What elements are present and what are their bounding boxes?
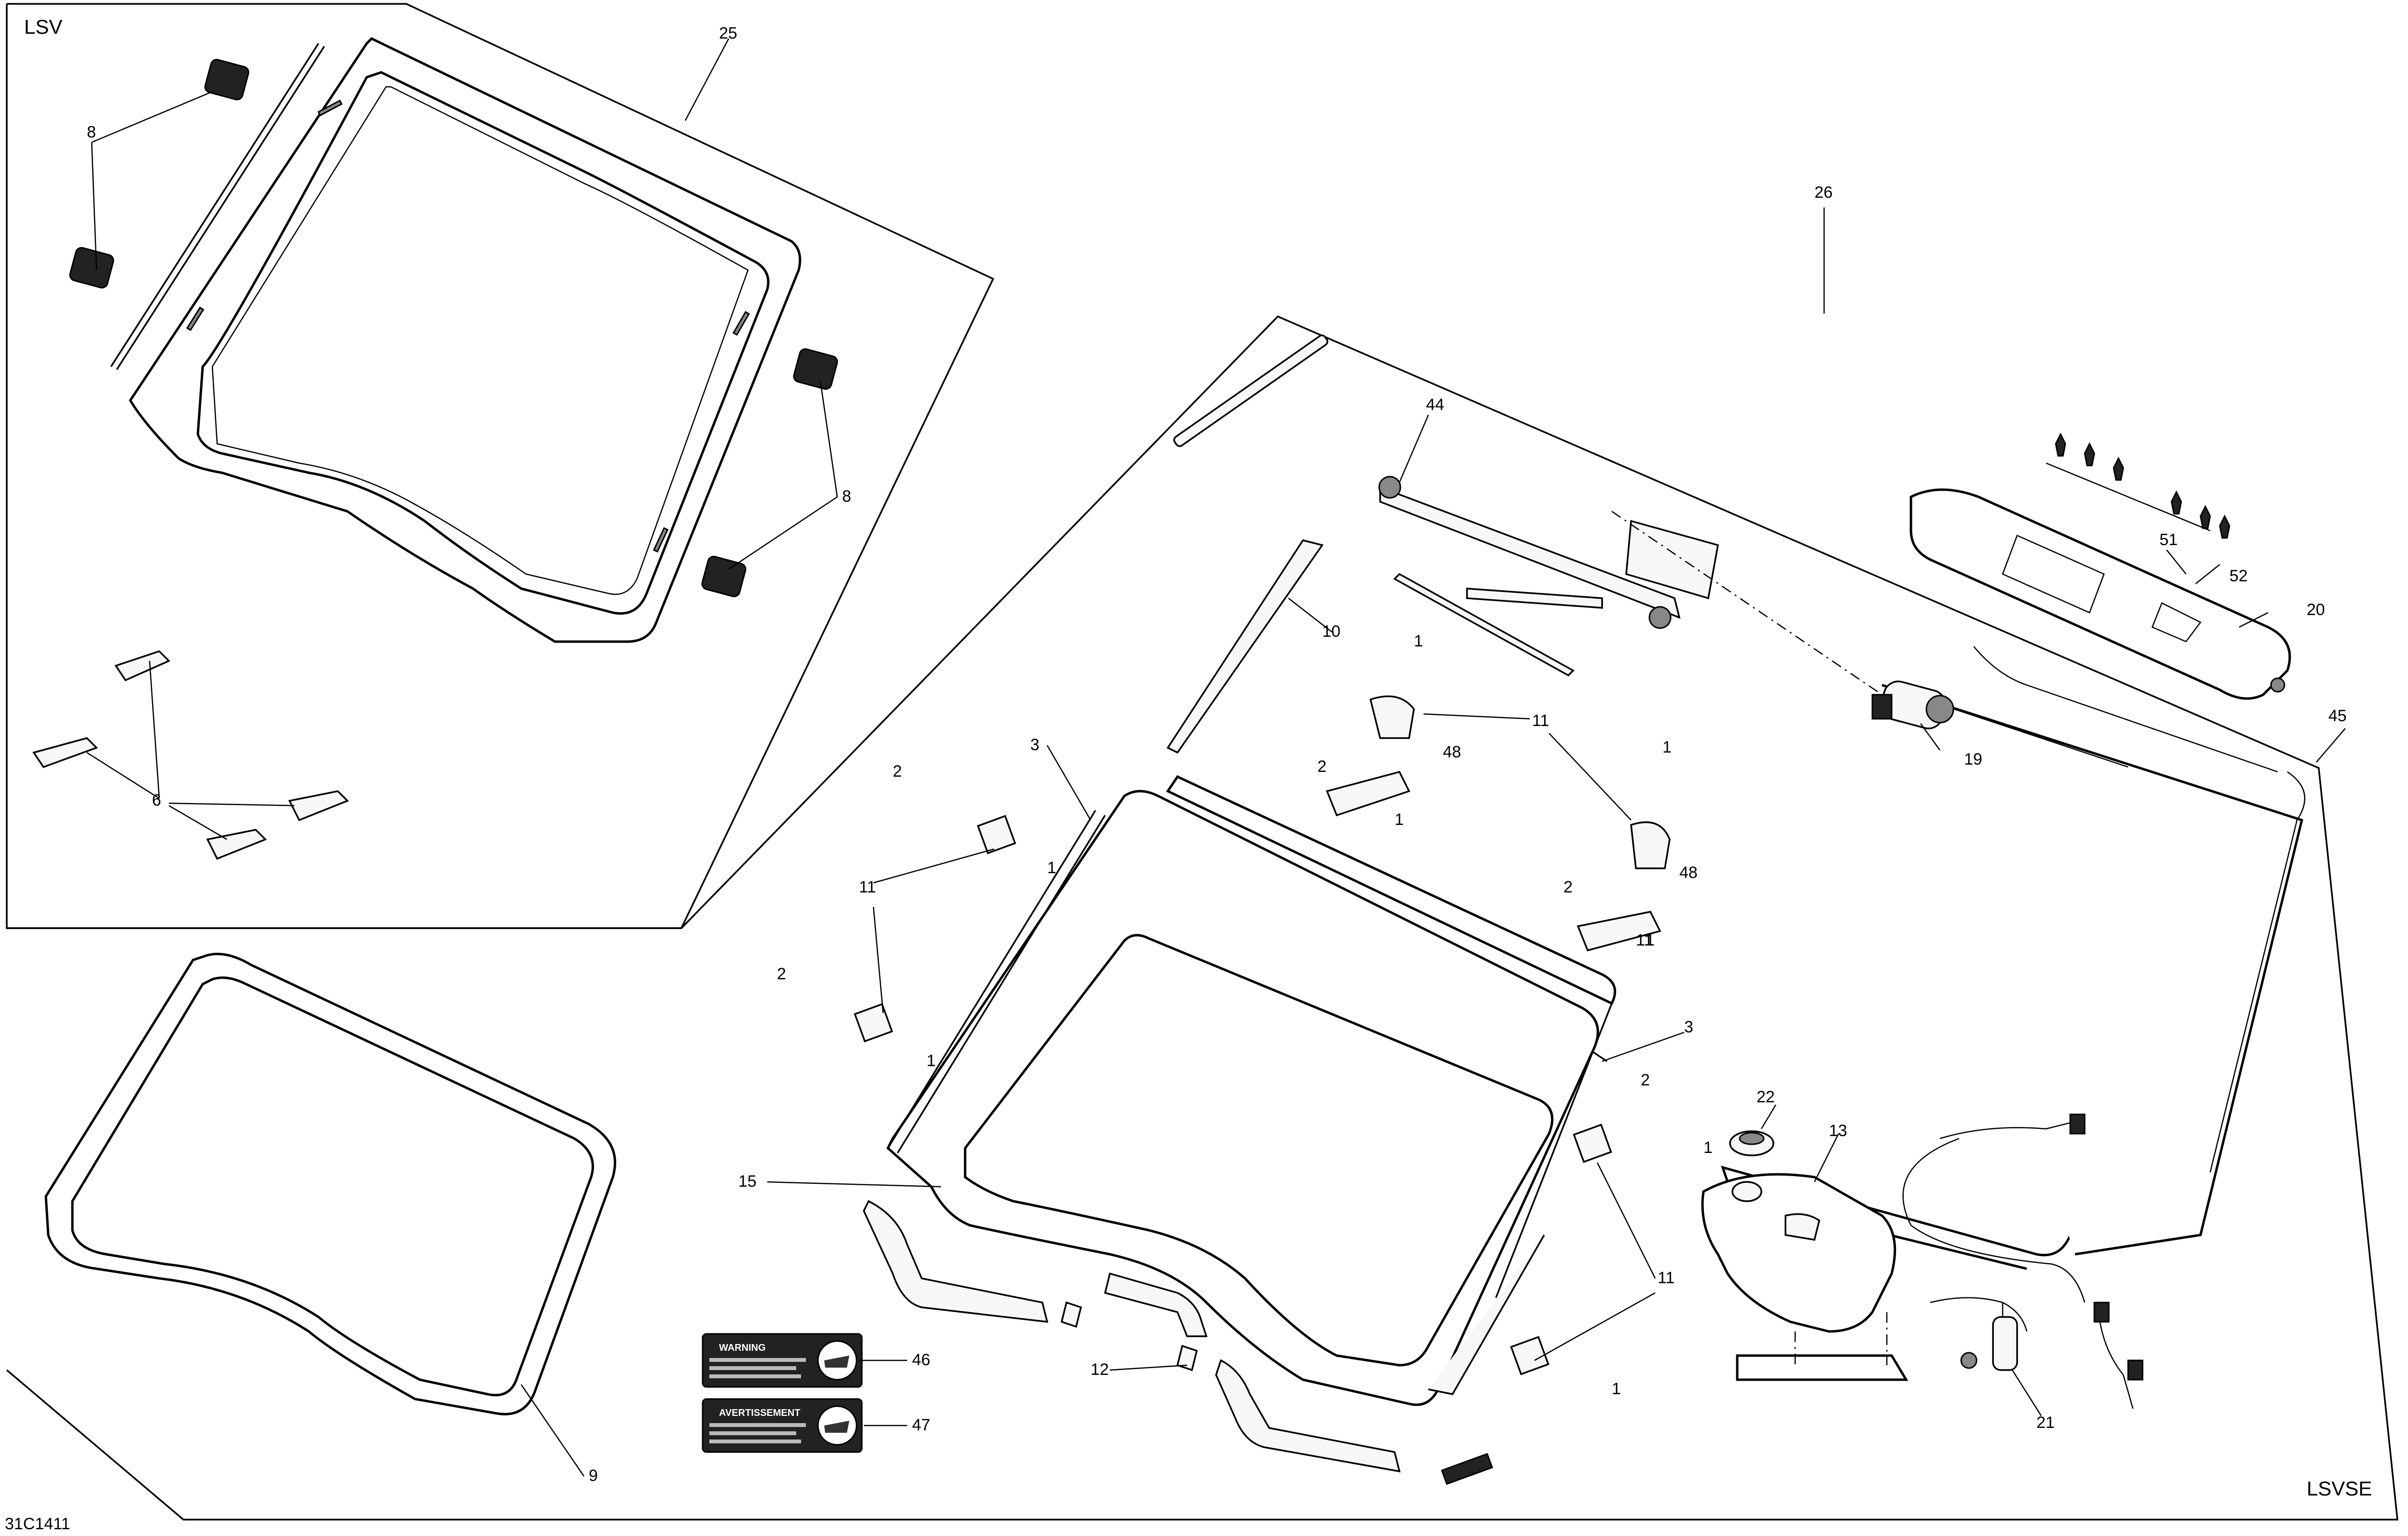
callout-11c: 11 <box>1658 1269 1675 1287</box>
washer-pump <box>1960 1303 2018 1371</box>
callout-3a: 3 <box>1030 736 1039 754</box>
callout-51: 51 <box>2159 531 2178 549</box>
pin-fasteners <box>2046 432 2230 539</box>
callout-1f: 1 <box>1646 931 1655 949</box>
callout-1c: 1 <box>1047 859 1056 877</box>
callout-21: 21 <box>2036 1413 2055 1432</box>
diagram-code: 31C1411 <box>5 1515 70 1533</box>
group-label-lsv: LSV <box>24 15 62 38</box>
callout-8a: 8 <box>87 123 96 141</box>
hinge-brackets <box>854 695 1671 1375</box>
rubber-gasket <box>44 953 616 1415</box>
callout-10: 10 <box>1322 622 1341 641</box>
callout-2c: 2 <box>1317 757 1327 776</box>
callout-48a: 48 <box>1443 743 1461 761</box>
callout-6: 6 <box>152 791 161 809</box>
wiring-harness <box>1902 646 2306 1409</box>
callout-1d: 1 <box>927 1052 936 1070</box>
frame-label-sticker <box>1440 1453 1494 1485</box>
wiper-blade <box>1166 539 1575 754</box>
callout-47: 47 <box>912 1416 930 1434</box>
callout-13: 13 <box>1829 1122 1847 1140</box>
callout-2a: 2 <box>893 762 902 781</box>
callout-3b: 3 <box>1684 1018 1693 1036</box>
callout-2e: 2 <box>1641 1071 1650 1089</box>
roof-panel <box>1721 684 2303 1270</box>
callout-1g: 1 <box>1703 1138 1713 1157</box>
lsvse-windshield-frame <box>886 775 1617 1406</box>
lsv-panel-border <box>6 3 995 929</box>
leader-lines <box>86 38 2346 1477</box>
callout-26: 26 <box>1814 183 1833 202</box>
lower-seals <box>863 1200 1401 1473</box>
callout-9: 9 <box>589 1467 598 1485</box>
washer-reservoir <box>1701 1173 1909 1381</box>
wiper-motor <box>1871 680 1954 729</box>
callout-48b: 48 <box>1679 864 1698 882</box>
callout-8b: 8 <box>842 487 851 506</box>
callout-11d: 11 <box>1636 931 1653 949</box>
callout-1b: 1 <box>1395 810 1404 829</box>
callout-1e: 1 <box>1662 738 1672 756</box>
callout-19: 19 <box>1964 750 1982 768</box>
avertissement-decal-text: AVERTISSEMENT <box>719 1408 801 1418</box>
callout-15: 15 <box>738 1172 757 1191</box>
callout-52: 52 <box>2229 567 2248 585</box>
callout-11a: 11 <box>1532 712 1549 730</box>
callout-44: 44 <box>1426 396 1444 414</box>
callout-12: 12 <box>1091 1360 1109 1379</box>
callout-2d: 2 <box>1564 878 1573 896</box>
callout-46: 46 <box>912 1351 930 1369</box>
callout-1a: 1 <box>1414 632 1423 650</box>
callout-11b: 11 <box>859 878 876 896</box>
warning-decal: WARNING <box>702 1333 863 1388</box>
callout-22: 22 <box>1757 1088 1775 1106</box>
wiper-arm-assembly <box>1173 334 1719 629</box>
glass-clip-parts <box>69 59 838 597</box>
callout-25: 25 <box>719 24 737 42</box>
callout-2b: 2 <box>777 965 786 983</box>
callout-1h: 1 <box>1612 1380 1621 1398</box>
avertissement-decal: AVERTISSEMENT <box>702 1398 863 1453</box>
callout-labels: LSV LSVSE 31C1411 25 8 8 6 9 26 44 10 11… <box>5 15 2372 1533</box>
callout-45: 45 <box>2328 707 2347 725</box>
reservoir-cap <box>1729 1130 1774 1156</box>
group-label-lsvse: LSVSE <box>2307 1477 2372 1500</box>
callout-20: 20 <box>2307 601 2325 619</box>
seal-strip-parts <box>32 650 349 860</box>
motor-cover <box>1910 488 2291 700</box>
warning-decal-text: WARNING <box>719 1343 766 1353</box>
lsv-windshield-glass <box>110 37 802 643</box>
lower-left-panel-border <box>6 315 2398 1521</box>
